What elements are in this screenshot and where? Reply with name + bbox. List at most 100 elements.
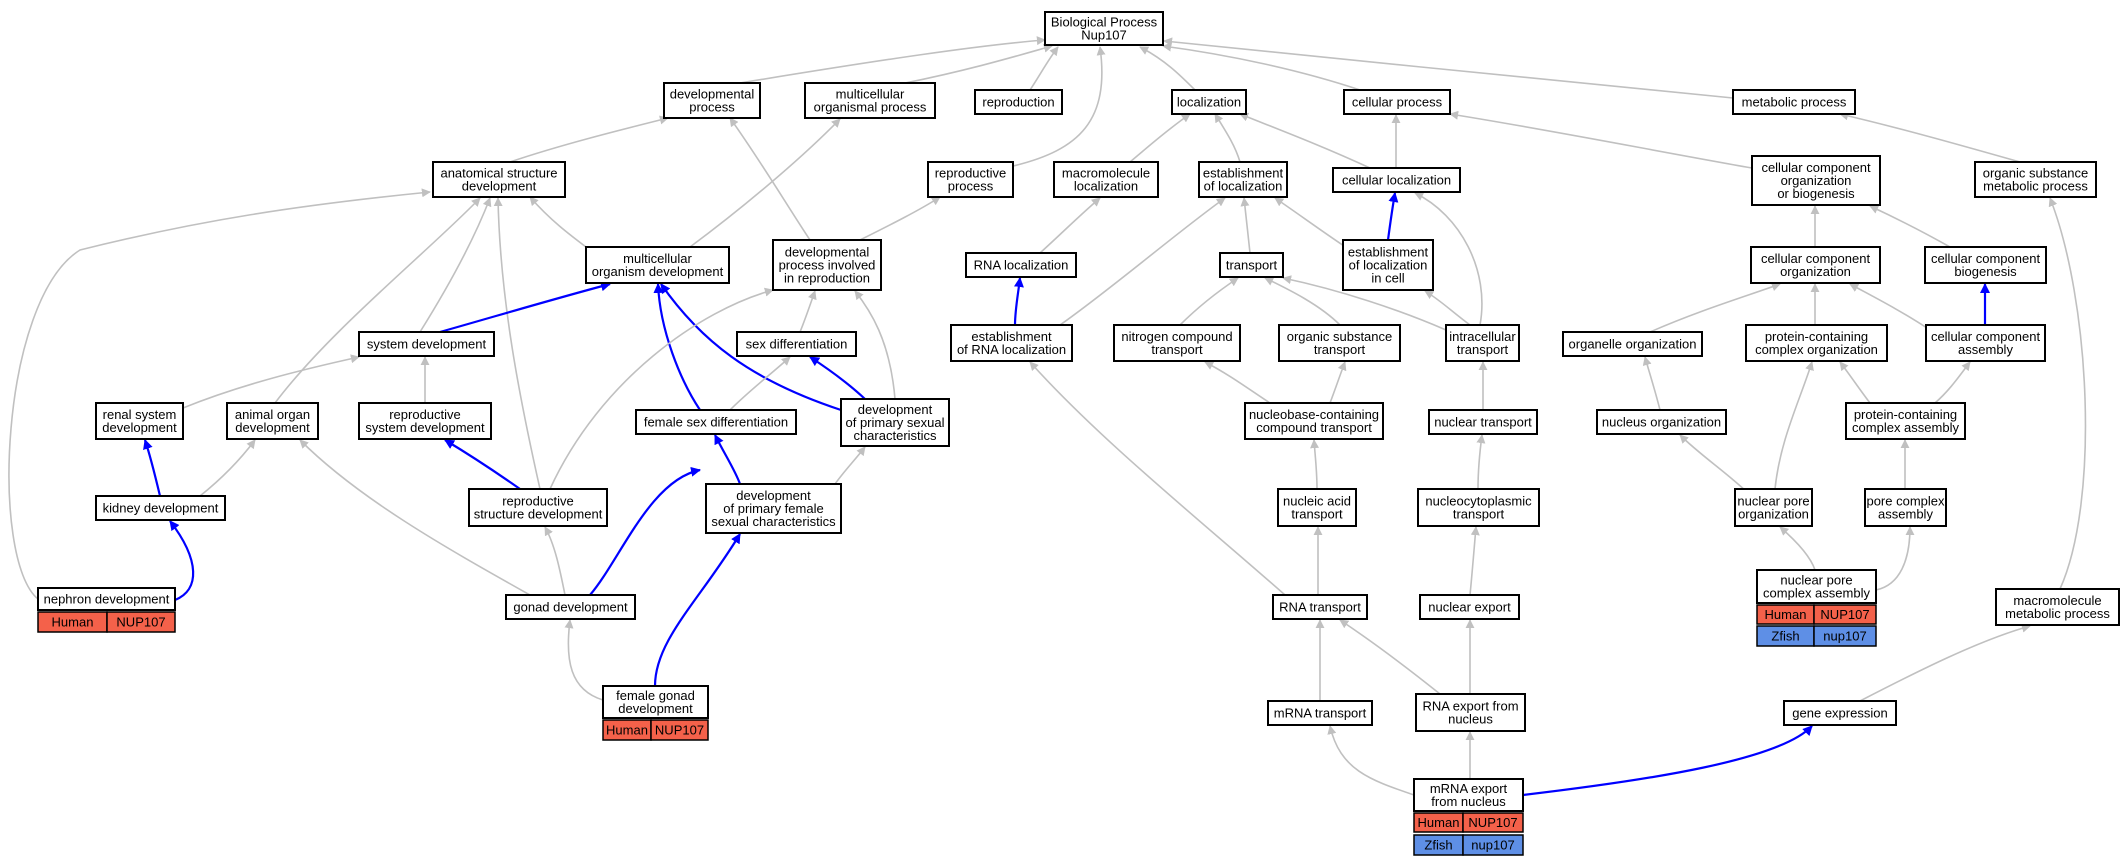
term-box [1343,89,1451,115]
term-label: transport [1291,507,1343,522]
edge-estab_loc_cell-to-cell_loc [1386,192,1399,241]
gene-cell [1462,834,1524,856]
term-box [950,324,1073,362]
term-female-sex-diff[interactable]: female sex differentiation [635,409,797,435]
edge-localization-to-bp [1139,46,1196,91]
term-metab-proc[interactable]: metabolic process [1732,89,1856,115]
term-organelle-org[interactable]: organelle organization [1562,331,1703,357]
term-nucleus-org[interactable]: nucleus organization [1596,409,1727,435]
term-gonad-dev[interactable]: gonad development [505,594,636,620]
term-nephron-dev[interactable]: nephron development [37,587,176,611]
term-box [1864,488,1947,527]
term-label: RNA localization [974,258,1069,273]
term-gene-expr[interactable]: gene expression [1783,700,1897,726]
edge-macromol_met-to-org_sub_met [2048,197,2087,590]
term-box [95,402,184,440]
edge-organelle_org-to-cc_org [1649,282,1781,333]
edge-prot_complex_assembly-to-cc_assembly [1934,361,1971,404]
term-box [1756,569,1877,604]
term-box [1845,402,1966,440]
term-label: of primary sexual [846,415,945,430]
term-label: mRNA export [1430,781,1508,796]
term-box [1171,89,1247,115]
term-label: macromolecule [1062,166,1150,181]
term-nuclear-transport[interactable]: nuclear transport [1428,409,1538,435]
gene-symbol: nup107 [1823,629,1866,644]
edge-dev_primary_female-to-dev_primary_sex [834,446,866,485]
term-label: of localization [1349,258,1428,273]
term-label: biogenesis [1954,264,2017,279]
term-kidney-dev[interactable]: kidney development [95,495,226,521]
term-rna-loc[interactable]: RNA localization [965,252,1077,278]
term-box [602,685,709,719]
term-box [965,252,1077,278]
term-cell-proc[interactable]: cellular process [1343,89,1451,115]
gene-symbol: NUP107 [655,723,704,738]
gene-symbol: nup107 [1471,838,1514,853]
term-label: reproduction [982,95,1054,110]
term-sex-diff[interactable]: sex differentiation [736,331,857,357]
term-label: establishment [1348,245,1429,260]
term-transport[interactable]: transport [1219,252,1284,278]
term-cell-loc[interactable]: cellular localization [1332,167,1461,193]
term-box [358,331,495,357]
term-box [1053,161,1159,198]
term-box [1113,324,1241,362]
term-label: in reproduction [784,271,870,286]
term-reproduction[interactable]: reproduction [974,89,1063,115]
edge-rna_loc-to-macromol_loc [1039,197,1101,254]
term-nuclear-export[interactable]: nuclear export [1419,594,1520,620]
term-label: gonad development [513,600,628,615]
term-rna-transport[interactable]: RNA transport [1272,594,1368,620]
term-box [1751,155,1881,206]
term-mrna-transport[interactable]: mRNA transport [1267,700,1373,726]
term-box [1417,488,1540,527]
term-label: complex organization [1755,342,1878,357]
edge-rna_transport-to-estab_rna_loc [1029,361,1286,596]
term-label: organization [1738,507,1809,522]
term-sys-dev[interactable]: system development [358,331,495,357]
term-box [1419,594,1520,620]
term-label: organic substance [1287,329,1393,344]
term-label: RNA export from [1422,699,1518,714]
term-localization[interactable]: localization [1171,89,1247,115]
